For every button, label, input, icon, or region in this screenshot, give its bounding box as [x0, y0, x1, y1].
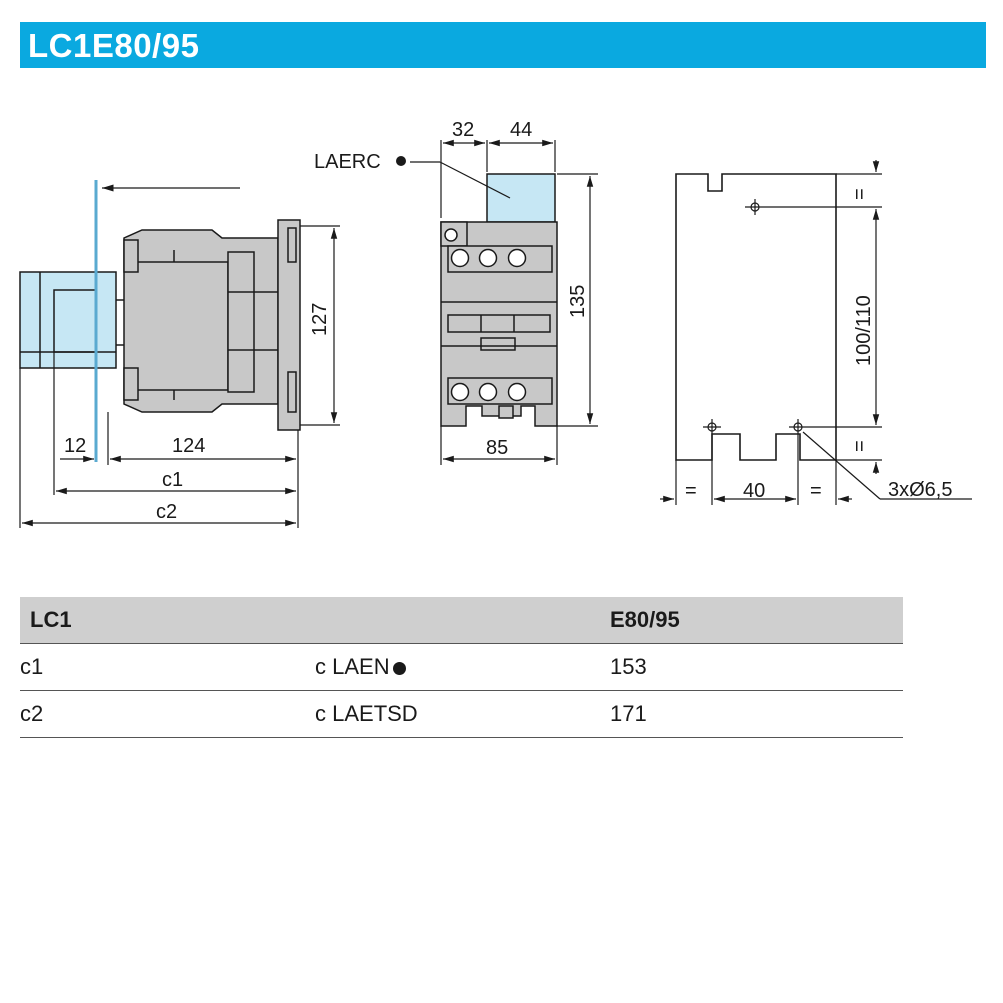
dim-85: 85: [486, 437, 508, 459]
row1-col3: 153: [610, 654, 647, 679]
bullet-icon: [392, 662, 406, 675]
dim-holes: 3xØ6,5: [888, 479, 952, 501]
table-row: c1 c LAEN 153: [20, 644, 903, 691]
row2-col1: c2: [20, 701, 44, 726]
front-view: [440, 173, 558, 427]
dim-100-110: 100/110: [853, 295, 875, 366]
dim-spacing-40: 40: [743, 480, 765, 502]
mounting-view: [675, 173, 837, 461]
bullet-icon: [396, 156, 406, 166]
dimensions-table: LC1 E80/95 c1 c LAEN 153 c2 c LAETSD 171: [20, 597, 903, 738]
page-title: LC1E80/95: [28, 27, 200, 64]
dimension-drawing: 127 12 124 c1 c2: [19, 119, 972, 528]
dim-depth-124: 124: [172, 435, 205, 457]
dim-offset-12: 12: [64, 435, 86, 457]
dim-c1: c1: [162, 469, 183, 491]
dim-bottom-equal: =: [849, 440, 871, 452]
dim-left-equal: =: [685, 480, 697, 502]
dim-right-equal: =: [810, 480, 822, 502]
header-col1: LC1: [30, 607, 72, 632]
dim-height-127: 127: [309, 303, 331, 336]
dim-top-equal: =: [849, 188, 871, 200]
row2-col3: 171: [610, 701, 647, 726]
row1-col1: c1: [20, 654, 44, 679]
row2-col2: c LAETSD: [315, 701, 418, 726]
table-row: c2 c LAETSD 171: [20, 691, 903, 738]
dim-32: 32: [452, 119, 474, 141]
header-col3: E80/95: [610, 607, 680, 632]
side-view: [19, 219, 301, 431]
dim-c2: c2: [156, 501, 177, 523]
dim-44: 44: [510, 119, 532, 141]
dim-135: 135: [567, 285, 589, 318]
table-header: LC1 E80/95: [20, 597, 903, 644]
header-bar: LC1E80/95: [20, 22, 986, 68]
row1-col2: c LAEN: [315, 644, 406, 690]
accessory-label: LAERC: [314, 151, 381, 173]
